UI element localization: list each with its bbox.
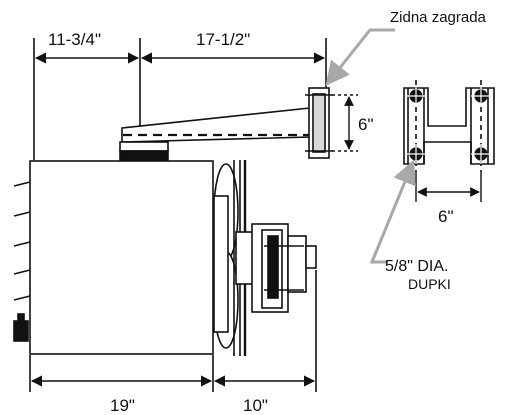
bracket-width-label: 6" (438, 207, 454, 226)
bottom-left-dim-label: 19" (110, 396, 135, 415)
wall-bracket-side (305, 87, 333, 159)
bottom-dimension-group (29, 270, 317, 392)
holes-label: DUPKI (408, 276, 451, 292)
fan-blades (213, 160, 257, 356)
motor-assembly (251, 223, 317, 313)
fan-housing (13, 160, 214, 355)
bracket-height-label: 6" (358, 115, 374, 134)
top-left-dim-label: 11-3/4" (48, 30, 101, 49)
bracket-holes (406, 86, 491, 164)
bracket-width-dimension (415, 172, 482, 202)
bottom-right-dim-label: 10" (243, 396, 268, 415)
top-dimension-group (33, 38, 327, 160)
hole-leader (369, 159, 416, 264)
top-right-dim-label: 17-1/2" (196, 30, 250, 49)
wall-bracket-leader (325, 28, 395, 86)
bracket-height-dimension (332, 94, 358, 152)
mounting-arm (119, 107, 312, 162)
hole-size-label: 5/8" DIA. (385, 258, 448, 275)
wall-bracket-label: Zidna zagrada (390, 9, 487, 26)
